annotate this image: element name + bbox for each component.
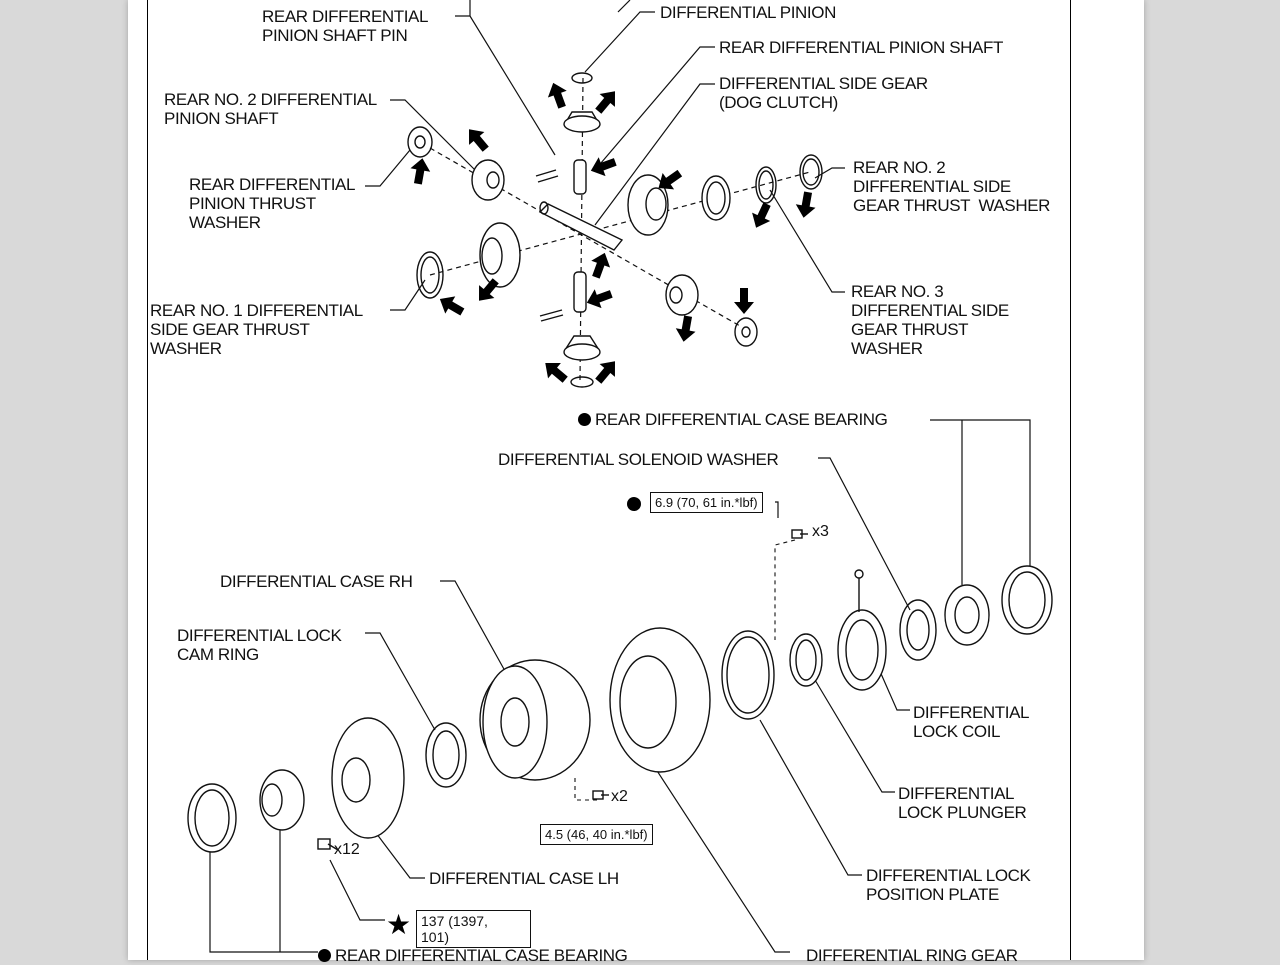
torque-spec-ring-gear: 137 (1397, 101) (416, 910, 531, 948)
label-case-lh: DIFFERENTIAL CASE LH (429, 869, 619, 888)
no2-pinion-shafts (535, 159, 587, 322)
label-lock-plunger: DIFFERENTIAL LOCK PLUNGER (898, 784, 1027, 822)
direction-arrows (407, 78, 819, 389)
qty-case-bolts: x2 (611, 788, 628, 805)
label-case-bearing-bottom-text: REAR DIFFERENTIAL CASE BEARING (335, 946, 628, 965)
qty-ring-gear-bolts: x12 (334, 841, 360, 858)
upper-leader-lines (365, 0, 845, 311)
qty-solenoid-bolts: x3 (812, 523, 829, 540)
label-case-bearing-top: REAR DIFFERENTIAL CASE BEARING (578, 410, 888, 429)
label-solenoid-washer: DIFFERENTIAL SOLENOID WASHER (498, 450, 779, 469)
label-lock-coil: DIFFERENTIAL LOCK COIL (913, 703, 1030, 741)
filled-dot-icon (627, 497, 641, 511)
label-lock-cam-ring: DIFFERENTIAL LOCK CAM RING (177, 626, 342, 664)
label-no2-pinion-shaft: REAR NO. 2 DIFFERENTIAL PINION SHAFT (164, 90, 377, 128)
filled-dot-icon (578, 413, 591, 426)
filled-dot-icon (318, 949, 331, 962)
bolt-shapes (317, 529, 808, 851)
label-rear-pinion-shaft: REAR DIFFERENTIAL PINION SHAFT (719, 38, 1003, 57)
label-no2-side-gear-washer: REAR NO. 2 DIFFERENTIAL SIDE GEAR THRUST… (853, 158, 1051, 215)
torque-spec-case: 4.5 (46, 40 in.*lbf) (540, 824, 653, 845)
label-pinion-thrust-washer: REAR DIFFERENTIAL PINION THRUST WASHER (189, 175, 356, 232)
diagram-frame (147, 0, 1071, 960)
label-case-bearing-bottom: REAR DIFFERENTIAL CASE BEARING (318, 946, 628, 965)
label-ring-gear: DIFFERENTIAL RING GEAR (806, 946, 1018, 965)
side-gears (479, 174, 669, 288)
label-no3-side-gear-washer: REAR NO. 3 DIFFERENTIAL SIDE GEAR THRUST… (851, 282, 1009, 358)
rear-pinion-shaft (538, 201, 624, 251)
pinion-gears (471, 72, 699, 388)
axis-lines (429, 77, 811, 381)
lower-components (187, 565, 1053, 853)
bolt-dashes (574, 539, 796, 801)
thrust-washers (407, 126, 823, 347)
label-case-bearing-top-text: REAR DIFFERENTIAL CASE BEARING (595, 410, 888, 429)
label-lock-position-plate: DIFFERENTIAL LOCK POSITION PLATE (866, 866, 1031, 904)
label-pinion-shaft-pin: REAR DIFFERENTIAL PINION SHAFT PIN (262, 7, 429, 45)
torque-spec-solenoid: 6.9 (70, 61 in.*lbf) (650, 492, 763, 513)
lower-leader-lines (209, 419, 1031, 953)
star-icon: ★ (386, 909, 412, 940)
label-differential-pinion: DIFFERENTIAL PINION (660, 3, 836, 22)
label-side-gear-dog-clutch: DIFFERENTIAL SIDE GEAR (DOG CLUTCH) (719, 74, 928, 112)
label-no1-side-gear-washer: REAR NO. 1 DIFFERENTIAL SIDE GEAR THRUST… (150, 301, 363, 358)
label-case-rh: DIFFERENTIAL CASE RH (220, 572, 413, 591)
